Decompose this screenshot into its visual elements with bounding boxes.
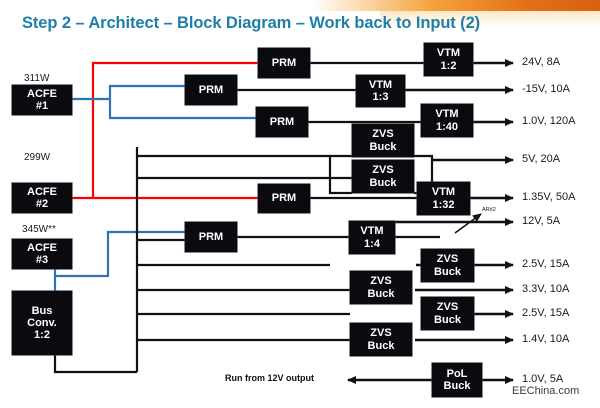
prm3-label: PRM [269,115,295,128]
block-acfe-2[interactable]: ACFE #2 [12,183,72,213]
zvs4-line2: Buck [367,287,395,300]
ar2-annotation: AR#2 [482,207,496,213]
block-vtm-1-40[interactable]: VTM 1:40 [421,104,473,137]
bus-conv-line1: Bus [31,304,53,317]
pol-line1: PoL [446,367,468,380]
output-rail-2p5v-a: 2.5V, 15A [522,258,570,270]
zvs2-line1: ZVS [372,164,394,177]
output-rail-1v-5a: 1.0V, 5A [522,373,564,385]
acfe2-line2: #2 [35,198,49,210]
prm1-label: PRM [271,56,297,69]
vtm13-line2: 1:3 [372,91,389,103]
block-zvs-buck-1[interactable]: ZVS Buck [352,124,414,157]
vtm12-line1: VTM [436,47,461,60]
acfe1-power-label: 311W [24,73,50,84]
vtm140-line1: VTM [435,108,459,121]
acfe2-line1: ACFE [27,185,57,198]
zvs5-line2: Buck [434,313,461,326]
output-rail-2p5v-b: 2.5V, 15A [522,307,570,319]
zvs3-line2: Buck [434,265,461,278]
block-zvs-buck-4[interactable]: ZVS Buck [350,271,412,304]
zvs6-line2: Buck [367,339,395,352]
block-prm-5[interactable]: PRM [185,222,237,252]
block-zvs-buck-5[interactable]: ZVS Buck [421,297,474,330]
vtm14-line1: VTM [360,225,384,238]
output-rail-5v: 5V, 20A [522,153,561,165]
acfe3-power-label: 345W** [22,224,56,235]
watermark: EEChina.com [512,385,580,397]
pol-line2: Buck [443,380,471,392]
page-title: Step 2 – Architect – Block Diagram – Wor… [22,14,481,32]
acfe2-power-label: 299W [24,152,51,163]
block-prm-3[interactable]: PRM [256,107,308,137]
output-rail-12v: 12V, 5A [522,215,561,227]
zvs1-line2: Buck [369,140,397,153]
block-pol-buck[interactable]: PoL Buck [432,363,482,397]
zvs4-line1: ZVS [370,275,392,288]
block-acfe-3[interactable]: ACFE #3 [12,239,72,269]
zvs1-line1: ZVS [372,128,394,141]
block-vtm-1-32[interactable]: VTM 1:32 [417,182,470,215]
vtm140-line2: 1:40 [435,120,459,133]
vtm14-line2: 1:4 [364,237,380,250]
block-vtm-1-4[interactable]: VTM 1:4 [349,221,395,254]
top-accent-bar [0,0,600,11]
output-rail-1v-120a: 1.0V, 120A [522,115,576,127]
block-bus-converter[interactable]: Bus Conv. 1:2 [12,291,72,355]
zvs3-line1: ZVS [436,253,459,266]
zvs6-line1: ZVS [370,327,392,340]
zvs5-line1: ZVS [436,301,459,314]
block-zvs-buck-2[interactable]: ZVS Buck [352,160,414,193]
block-prm-1[interactable]: PRM [258,48,310,78]
vtm132-line2: 1:32 [432,198,455,211]
block-zvs-buck-3[interactable]: ZVS Buck [421,249,474,282]
run-from-12v-note: Run from 12V output [225,373,314,383]
block-zvs-buck-6[interactable]: ZVS Buck [350,323,412,356]
zvs2-line2: Buck [369,176,397,189]
prm2-label: PRM [198,83,224,96]
block-prm-4[interactable]: PRM [258,184,310,213]
vtm12-line2: 1:2 [440,59,457,72]
block-vtm-1-3[interactable]: VTM 1:3 [356,75,405,107]
output-rail-3p3v: 3.3V, 10A [522,283,570,295]
block-acfe-1[interactable]: ACFE #1 [12,85,72,115]
vtm13-line1: VTM [368,78,393,91]
acfe1-line1: ACFE [27,87,57,100]
block-prm-2[interactable]: PRM [185,75,237,105]
output-rail-24v: 24V, 8A [522,56,561,68]
bus-conv-line3: 1:2 [34,329,50,342]
output-rail-1p35v: 1.35V, 50A [522,191,576,203]
acfe3-line2: #3 [35,254,49,266]
prm5-label: PRM [198,230,224,243]
output-rail-1p4v: 1.4V, 10A [522,333,570,345]
prm4-label: PRM [271,192,297,205]
output-rail-neg15v: -15V, 10A [522,83,570,95]
block-vtm-1-2[interactable]: VTM 1:2 [424,43,473,76]
top-accent-glow [380,11,600,27]
acfe3-line1: ACFE [27,241,57,254]
acfe1-line2: #1 [35,100,49,112]
bus-conv-line2: Conv. [27,316,57,329]
vtm132-line1: VTM [431,186,456,199]
